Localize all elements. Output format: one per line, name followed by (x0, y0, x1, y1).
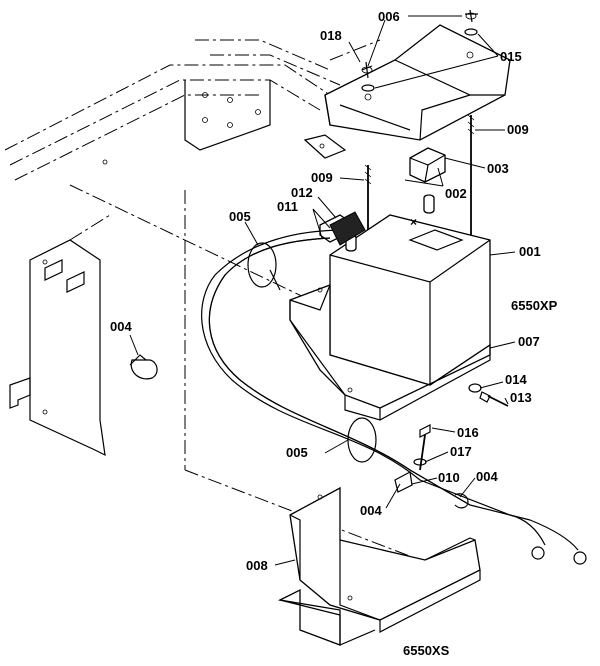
callout-004-lower-left: 004 (360, 503, 382, 518)
chassis-frame (4, 39, 421, 561)
washers-015 (361, 28, 478, 92)
callout-014: 014 (505, 372, 527, 387)
callout-016: 016 (457, 425, 479, 440)
callout-002: 002 (445, 186, 467, 201)
callout-012: 012 (291, 185, 313, 200)
callout-003: 003 (487, 161, 509, 176)
hardware-bolts (394, 383, 509, 509)
callout-008: 008 (246, 558, 268, 573)
battery-cover-018 (324, 24, 511, 141)
model-6550xs: 6550XS (403, 643, 450, 658)
callout-011: 011 (277, 199, 298, 214)
callout-018: 018 (320, 28, 342, 43)
cable-clamp-004 (129, 354, 158, 380)
battery-box-008 (277, 486, 481, 646)
callout-001: 001 (519, 244, 541, 259)
wing-nuts-006 (361, 9, 478, 79)
callout-005-lower: 005 (286, 445, 308, 460)
battery-tray-007 (289, 284, 491, 421)
callout-010: 010 (438, 470, 460, 485)
battery-cables (201, 211, 587, 565)
callout-006: 006 (378, 9, 400, 24)
terminal-mark: × (410, 215, 417, 229)
leader-lines (129, 15, 516, 566)
callout-004-lower-right: 004 (476, 469, 498, 484)
callout-015: 015 (500, 49, 522, 64)
side-panel (9, 214, 111, 457)
model-6550xp: 6550XP (511, 298, 558, 313)
callout-009-right: 009 (507, 122, 529, 137)
callout-009-left: 009 (311, 170, 333, 185)
callout-005-upper: 005 (229, 209, 251, 224)
callout-017: 017 (450, 444, 472, 459)
callout-007: 007 (518, 334, 540, 349)
callout-013: 013 (510, 390, 532, 405)
callout-004-clamp: 004 (110, 319, 132, 334)
callout-labels: 006 018 015 009 003 009 002 012 011 005 … (110, 9, 558, 658)
